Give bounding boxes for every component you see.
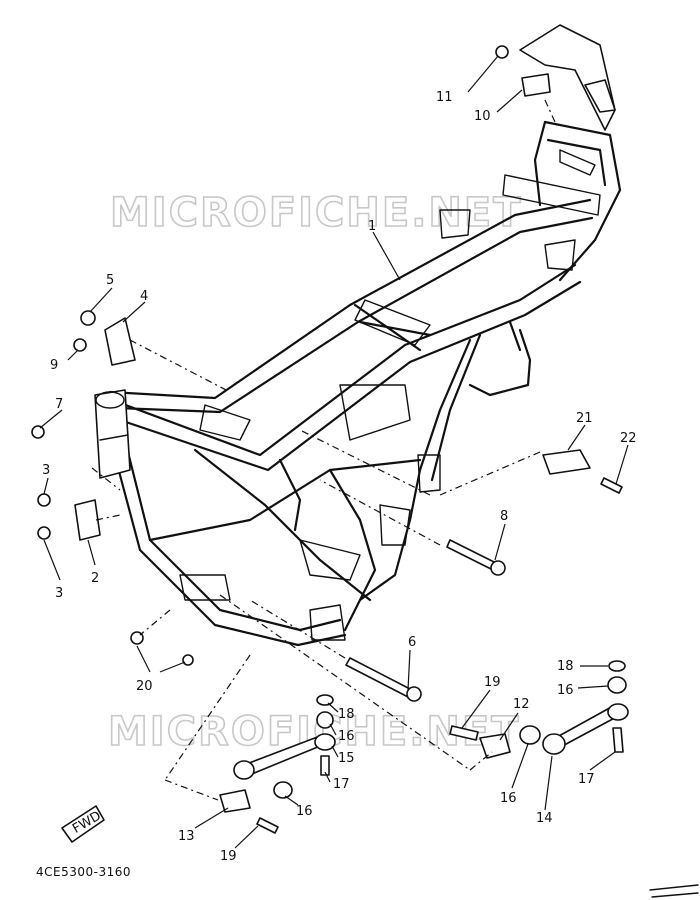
callout-19-lower: 19 — [220, 849, 237, 864]
callout-4: 4 — [140, 289, 148, 304]
callout-16-center: 16 — [338, 729, 355, 744]
callout-9: 9 — [50, 358, 58, 373]
callout-15: 15 — [338, 751, 355, 766]
callout-5: 5 — [106, 273, 114, 288]
callout-labels: 1 11 10 5 4 9 7 3 2 3 8 21 22 6 20 19 12… — [42, 90, 637, 864]
callout-16-lower: 16 — [296, 804, 313, 819]
callout-18-right: 18 — [557, 659, 574, 674]
fwd-arrow-tag: FWD — [61, 805, 105, 843]
callout-8: 8 — [500, 509, 508, 524]
callout-17-right: 17 — [578, 772, 595, 787]
callout-21: 21 — [576, 411, 593, 426]
callout-7: 7 — [55, 397, 63, 412]
callout-1: 1 — [368, 219, 376, 234]
callout-17-center: 17 — [333, 777, 350, 792]
callout-2: 2 — [91, 571, 99, 586]
callout-16-right-lower: 16 — [500, 791, 517, 806]
callout-6: 6 — [408, 635, 416, 650]
callout-19-right: 19 — [484, 675, 501, 690]
callout-20: 20 — [136, 679, 153, 694]
callout-18-center: 18 — [338, 707, 355, 722]
callout-10: 10 — [474, 109, 491, 124]
hardware — [31, 45, 629, 834]
callout-3-lower: 3 — [55, 586, 63, 601]
callout-16-right-top: 16 — [557, 683, 574, 698]
callout-12: 12 — [513, 697, 530, 712]
leader-lines — [39, 55, 629, 849]
main-frame — [94, 120, 622, 647]
callout-14: 14 — [536, 811, 553, 826]
rear-bracket — [519, 24, 616, 131]
corner-mark — [649, 884, 699, 898]
callout-3-upper: 3 — [42, 463, 50, 478]
callout-11: 11 — [436, 90, 453, 105]
watermark-top: MICROFICHE.NET — [110, 190, 523, 236]
callout-13: 13 — [178, 829, 195, 844]
figure-code: 4CE5300-3160 — [36, 865, 131, 879]
callout-22: 22 — [620, 431, 637, 446]
